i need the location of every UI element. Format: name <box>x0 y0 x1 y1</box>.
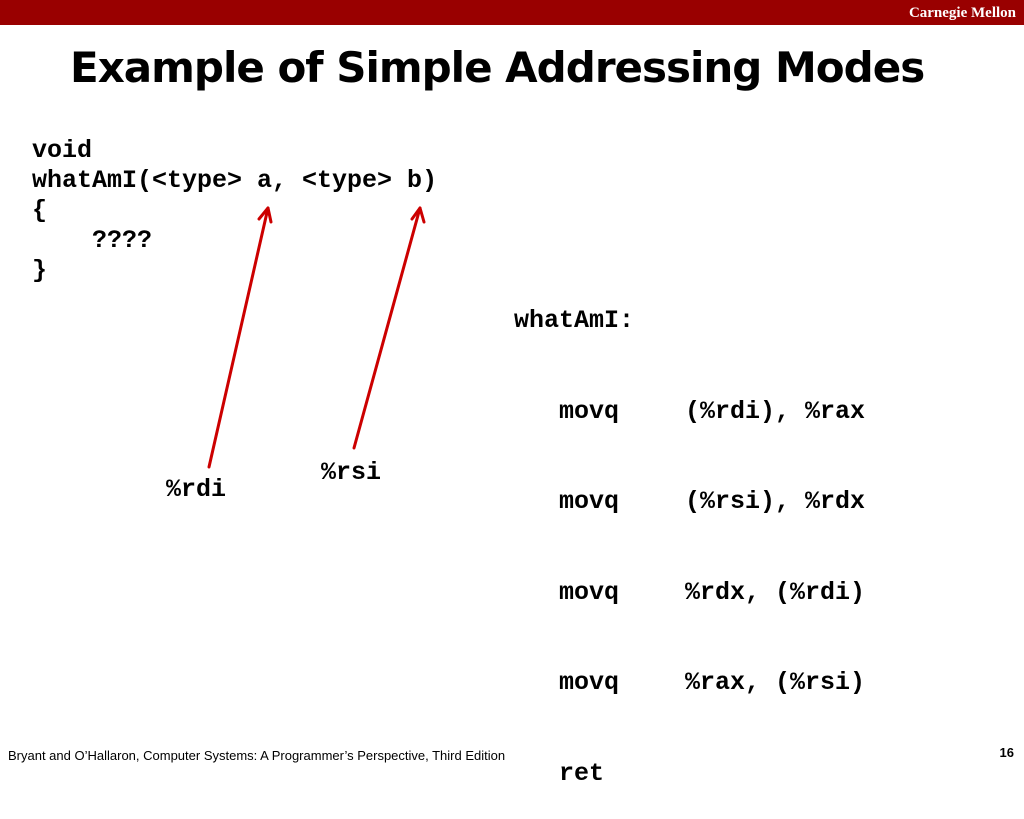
register-label-rdi: %rdi <box>166 475 227 504</box>
assembly-mnemonic: movq <box>559 577 620 607</box>
c-code-line-3: { <box>32 196 48 225</box>
assembly-label: whatAmI: <box>514 306 635 335</box>
assembly-operands: %rax, (%rsi) <box>685 668 866 697</box>
assembly-line-3: movq %rdx, (%rdi) <box>514 578 865 609</box>
assembly-mnemonic: movq <box>559 487 620 516</box>
institution-name: Carnegie Mellon <box>908 5 1016 21</box>
c-code-block: void whatAmI(<type> a, <type> b) { ???? … <box>32 136 437 286</box>
page-number: 16 <box>999 745 1014 760</box>
header-bar: Carnegie Mellon <box>0 0 1024 25</box>
assembly-operands: (%rdi), %rax <box>685 396 866 426</box>
assembly-line-1: movq (%rdi), %rax <box>514 397 865 428</box>
assembly-block: whatAmI: movq (%rdi), %rax movq (%rsi), %r… <box>514 246 865 819</box>
annotation-arrows <box>207 206 426 469</box>
assembly-line-2: movq (%rsi), %rdx <box>514 487 865 518</box>
assembly-mnemonic: ret <box>559 758 605 788</box>
c-code-line-5: } <box>32 256 48 285</box>
assembly-operands: (%rsi), %rdx <box>685 487 866 516</box>
footer-citation: Bryant and O’Hallaron, Computer Systems:… <box>8 748 506 763</box>
register-label-rsi: %rsi <box>321 458 382 487</box>
c-code-line-4: ???? <box>32 226 153 255</box>
c-code-line-2: whatAmI(<type> a, <type> b) <box>32 166 438 195</box>
assembly-mnemonic: movq <box>559 396 620 426</box>
assembly-line-4: movq %rax, (%rsi) <box>514 668 865 699</box>
assembly-line-5: ret <box>514 759 865 790</box>
assembly-mnemonic: movq <box>559 668 620 697</box>
slide-title: Example of Simple Addressing Modes <box>70 43 925 92</box>
c-code-line-1: void <box>32 136 93 165</box>
assembly-operands: %rdx, (%rdi) <box>685 577 866 607</box>
